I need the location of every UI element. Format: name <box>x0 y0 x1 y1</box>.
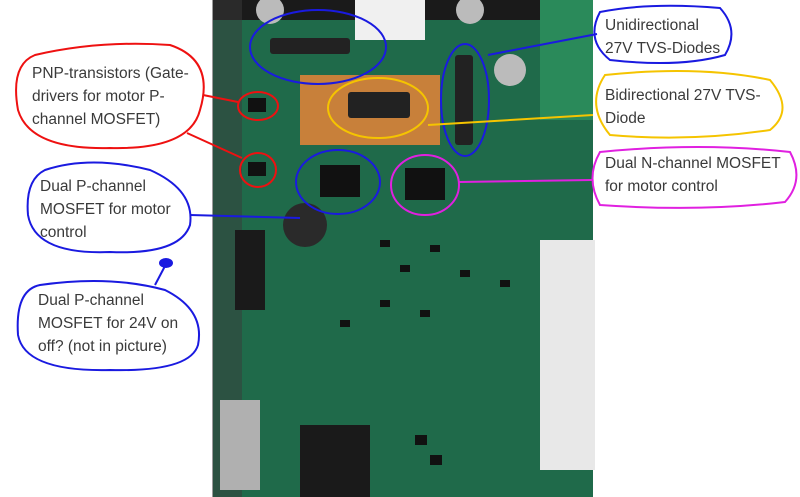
label-line: for motor control <box>605 178 718 195</box>
label-line: Dual P-channel <box>38 292 144 309</box>
pnp-transistors-label: PNP-transistors (Gate- drivers for motor… <box>32 62 189 131</box>
label-line: Dual N-channel MOSFET <box>605 155 781 172</box>
label-line: Dual P-channel <box>40 178 146 195</box>
label-line: Bidirectional 27V TVS- <box>605 87 761 104</box>
label-line: MOSFET for motor <box>40 201 171 218</box>
label-line: Unidirectional <box>605 17 699 34</box>
label-line: drivers for motor P- <box>32 88 165 105</box>
label-line: PNP-transistors (Gate- <box>32 65 189 82</box>
dual-p-24v-label: Dual P-channel MOSFET for 24V on off? (n… <box>38 289 178 358</box>
unidirectional-tvs-label: Unidirectional 27V TVS-Diodes <box>605 14 720 60</box>
bidirectional-tvs-label: Bidirectional 27V TVS- Diode <box>605 84 761 130</box>
label-line: Diode <box>605 110 646 127</box>
label-line: off? (not in picture) <box>38 338 167 355</box>
label-line: 27V TVS-Diodes <box>605 40 721 57</box>
dual-p-motor-label: Dual P-channel MOSFET for motor control <box>40 175 171 244</box>
label-line: MOSFET for 24V on <box>38 315 179 332</box>
label-line: channel MOSFET) <box>32 111 161 128</box>
pnp-markers <box>15 42 279 188</box>
dual-n-mosfet-label: Dual N-channel MOSFET for motor control <box>605 152 781 198</box>
label-line: control <box>40 224 87 241</box>
